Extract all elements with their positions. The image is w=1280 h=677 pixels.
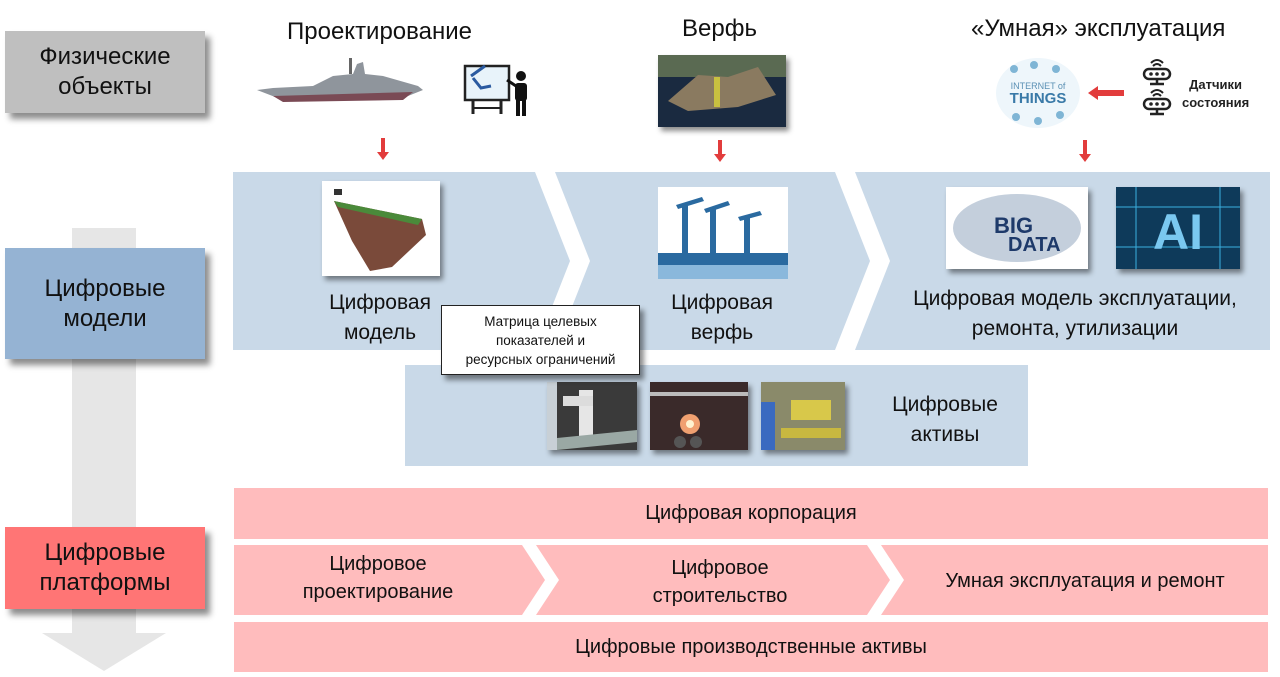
chevron-separator (522, 545, 559, 615)
label-line: объекты (58, 73, 152, 100)
platform-line: Цифровое (671, 557, 769, 579)
platform-label: Цифровые производственные активы (575, 635, 927, 658)
sensors-label-line: состояния (1182, 95, 1250, 110)
platform-smart-operation: Умная эксплуатация и ремонт (905, 570, 1265, 593)
label-line: платформы (39, 569, 171, 596)
platform-digital-construction: Цифровое строительство (560, 554, 880, 610)
red-down-arrow-icon (377, 138, 389, 160)
label-line: Цифровые (44, 274, 166, 302)
sensors-label: Датчики состояния (1182, 76, 1249, 112)
svg-text:INTERNET of: INTERNET of (1011, 81, 1066, 91)
stage-label-line: Цифровая (671, 291, 773, 314)
callout-line: ресурсных ограничений (465, 351, 616, 367)
designer-whiteboard-icon (463, 64, 527, 116)
assets-label-line: активы (910, 423, 980, 446)
heading-shipyard: Верфь (682, 15, 757, 42)
label-line: Физические (39, 43, 171, 70)
platform-stages-band (234, 545, 1268, 615)
label-line: модели (63, 304, 147, 332)
ai-circuit: AI (1116, 187, 1240, 269)
stage-label-line: верфь (690, 321, 754, 344)
stage-label-line: ремонта, утилизации (971, 317, 1179, 340)
assets-label-line: Цифровые (892, 393, 998, 416)
ship-3d-model (322, 181, 440, 276)
warship-image (257, 58, 423, 102)
svg-text:DATA: DATA (1008, 234, 1061, 256)
stage-label-line: Цифровая модель эксплуатации, (913, 287, 1237, 310)
label-digital-platforms: Цифровые платформы (5, 527, 205, 609)
platform-line: Умная эксплуатация и ремонт (945, 570, 1225, 592)
red-left-arrow-icon (1088, 86, 1124, 100)
robot-arm-photo (547, 382, 637, 450)
chevron-separator (867, 545, 904, 615)
label-line: Цифровые (44, 539, 166, 566)
callout-line: Матрица целевых (484, 313, 597, 329)
platform-digital-design: Цифровое проектирование (234, 550, 522, 606)
chevron-separator (835, 172, 890, 350)
production-line-photo (761, 382, 845, 450)
stage-digital-shipyard-label: Цифровая верфь (652, 288, 792, 348)
platform-digital-corporation: Цифровая корпорация (234, 488, 1268, 539)
stage-digital-model-label: Цифровая модель (310, 288, 450, 348)
platform-line: Цифровое (329, 553, 427, 575)
sensors-label-line: Датчики (1189, 77, 1243, 92)
svg-text:AI: AI (1153, 204, 1203, 260)
cranes-silhouette (658, 187, 788, 279)
platform-line: проектирование (302, 581, 454, 603)
heading-smart-operation: «Умная» эксплуатация (971, 15, 1226, 42)
svg-text:BIG: BIG (994, 213, 1033, 238)
band-background (234, 545, 1268, 615)
stage-label-line: Цифровая (329, 291, 431, 314)
stage-digital-operation-label: Цифровая модель эксплуатации, ремонта, у… (880, 284, 1270, 344)
laser-cutting-photo (650, 382, 748, 450)
digital-assets-label: Цифровые активы (880, 390, 1010, 450)
big-data-wordcloud: BIG DATA (946, 187, 1088, 269)
sensor-icon (1142, 59, 1172, 116)
red-down-arrow-icon (1079, 140, 1091, 162)
red-down-arrow-icon (714, 140, 726, 162)
svg-text:THINGS: THINGS (1010, 90, 1067, 107)
flow-arrow-down-icon (42, 633, 166, 671)
callout-line: показателей и (495, 332, 586, 348)
platform-label: Цифровая корпорация (645, 502, 857, 524)
platform-line: строительство (652, 585, 788, 607)
internet-of-things-cloud: INTERNET of THINGS (996, 58, 1080, 128)
label-physical-objects: Физические объекты (5, 31, 205, 113)
platform-production-assets: Цифровые производственные активы (234, 622, 1268, 672)
shipyard-aerial-photo (658, 55, 786, 127)
heading-design: Проектирование (287, 18, 472, 45)
stage-label-line: модель (343, 321, 417, 344)
target-indicators-matrix-callout: Матрица целевых показателей и ресурсных … (441, 305, 640, 375)
